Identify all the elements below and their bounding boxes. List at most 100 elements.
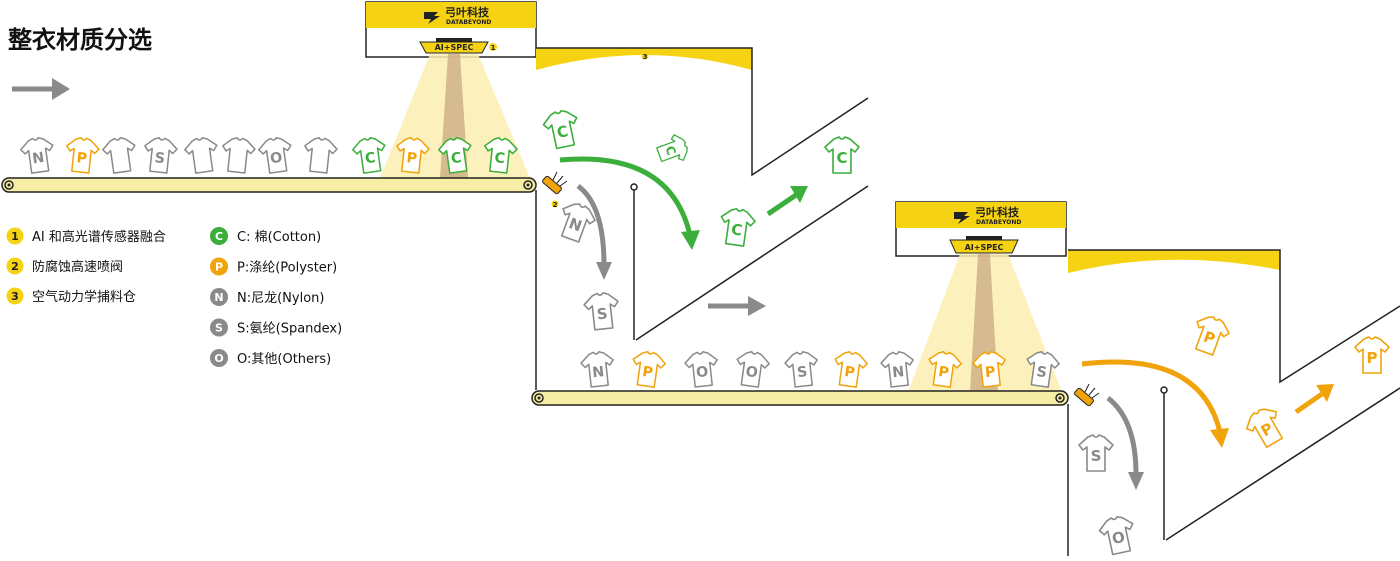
garment-letter: S [1091, 447, 1102, 465]
garment-letter: P [406, 150, 418, 167]
flow-arrow-accept-2b [1294, 384, 1334, 415]
garment-letter: C [555, 122, 570, 142]
belt-2-garment: P [972, 350, 1006, 388]
garment-shape [834, 350, 868, 388]
garment-letter: S [1035, 364, 1047, 381]
sensor-station-2: 弓叶科技 DATABEYOND AI+SPEC [895, 201, 1067, 257]
garment-shape [580, 350, 614, 388]
belt-1-garment: C [352, 136, 386, 174]
belt-2-garment: O [736, 350, 770, 388]
material-badge [210, 227, 228, 245]
garment-shape [1354, 336, 1390, 374]
component-number-3: 3 [643, 53, 648, 61]
belt-2-garment: S [784, 350, 818, 388]
garment-shape [928, 350, 962, 388]
belt-2-garment: P [928, 350, 962, 388]
flow-direction-arrow-2-icon [708, 296, 766, 316]
belt-1-garment: P [66, 136, 100, 174]
garment-letter: C [730, 220, 743, 239]
garment-shape [1245, 408, 1284, 449]
garment-shape [352, 136, 386, 174]
garment-letter: N [592, 364, 606, 381]
belt-2-garment: N [880, 350, 914, 388]
garment-letter: P [843, 364, 856, 381]
belt-1-garment: C [438, 136, 472, 174]
belt-1-garment: S [144, 136, 178, 174]
garment-shape [972, 350, 1006, 388]
flow-direction-arrow-icon [12, 78, 70, 100]
belt-1-garment: P [396, 136, 430, 174]
brand-tagline-2: DATABEYOND [976, 219, 1021, 226]
capture-bin-2 [1067, 249, 1400, 556]
material-badge-code: N [214, 291, 223, 304]
accepted-garment-1: C [824, 136, 860, 174]
garment-shape [484, 136, 518, 174]
legend-component-item: 3 空气动力学捕料仓 [6, 287, 136, 305]
garment-letter: P [937, 364, 950, 381]
garment-shape [184, 136, 218, 174]
component-label: AI 和高光谱传感器融合 [32, 229, 166, 245]
rejected-garment-1: N [560, 203, 596, 243]
belt-2-garment: P [834, 350, 868, 388]
garment-shape [542, 109, 578, 150]
belt-2-garment: O [684, 350, 718, 388]
component-label: 空气动力学捕料仓 [32, 289, 136, 305]
brand-logo-icon [424, 12, 440, 24]
belt-1-garment: C [484, 136, 518, 174]
material-label: S:氨纶(Spandex) [237, 322, 342, 337]
air-valve-1-icon: 2 [542, 171, 568, 209]
garment-letter: P [984, 364, 996, 381]
sensor-label-2: AI+SPEC [965, 243, 1004, 252]
garment-shape [784, 350, 818, 388]
garment-shape [720, 207, 756, 247]
material-badge [210, 288, 228, 306]
legend-material-item: C C: 棉(Cotton) [210, 227, 321, 245]
garment-letter: C [364, 150, 377, 167]
material-label: P:涤纶(Polyster) [237, 261, 337, 276]
material-badge-code: S [215, 322, 223, 335]
flow-arrow-reject-2 [1106, 396, 1144, 490]
garment-letter: P [641, 364, 654, 381]
sensor-label: AI+SPEC [435, 43, 474, 52]
brand-logo-icon-2 [954, 212, 970, 224]
garment-letter: P [1367, 349, 1378, 367]
garment-shape [880, 350, 914, 388]
component-label: 防腐蚀高速喷阀 [32, 259, 123, 275]
garment-letter: C [450, 150, 463, 167]
material-badge [210, 349, 228, 367]
garment-letter: N [892, 364, 906, 381]
material-label: C: 棉(Cotton) [237, 230, 321, 245]
belt-1-garment [304, 136, 338, 174]
garment-shape [736, 350, 770, 388]
rejected-garment-1: S [583, 291, 619, 331]
accepted-garment-1: C [656, 134, 688, 163]
garment-shape [20, 136, 54, 174]
garment-letter: O [745, 364, 759, 382]
garment-shape [1194, 316, 1230, 356]
belt-1-garment [222, 136, 256, 174]
material-badge-code: C [215, 230, 223, 243]
component-badge [6, 287, 24, 305]
garment-shape [560, 203, 596, 243]
garment-letter: C [836, 149, 847, 167]
legend-material-item: S S:氨纶(Spandex) [210, 318, 342, 337]
component-badge-number: 2 [11, 260, 19, 273]
flow-arrow-accept-1 [559, 156, 700, 250]
rejected-garment-2: S [1078, 434, 1114, 472]
garment-shape [583, 291, 619, 331]
garment-shape [1078, 434, 1114, 472]
brand-tagline: DATABEYOND [446, 19, 491, 26]
air-valve-2-icon [1074, 383, 1100, 407]
component-badge-number: 3 [11, 290, 19, 303]
belt-1-garment [102, 136, 136, 174]
component-badge [6, 227, 24, 245]
material-badge-code: P [215, 261, 223, 274]
garment-shape [144, 136, 178, 174]
component-number-1: 1 [491, 44, 496, 52]
brand-name-2: 弓叶科技 [975, 205, 1020, 219]
accepted-garment-1: C [542, 109, 578, 150]
garment-shape [438, 136, 472, 174]
